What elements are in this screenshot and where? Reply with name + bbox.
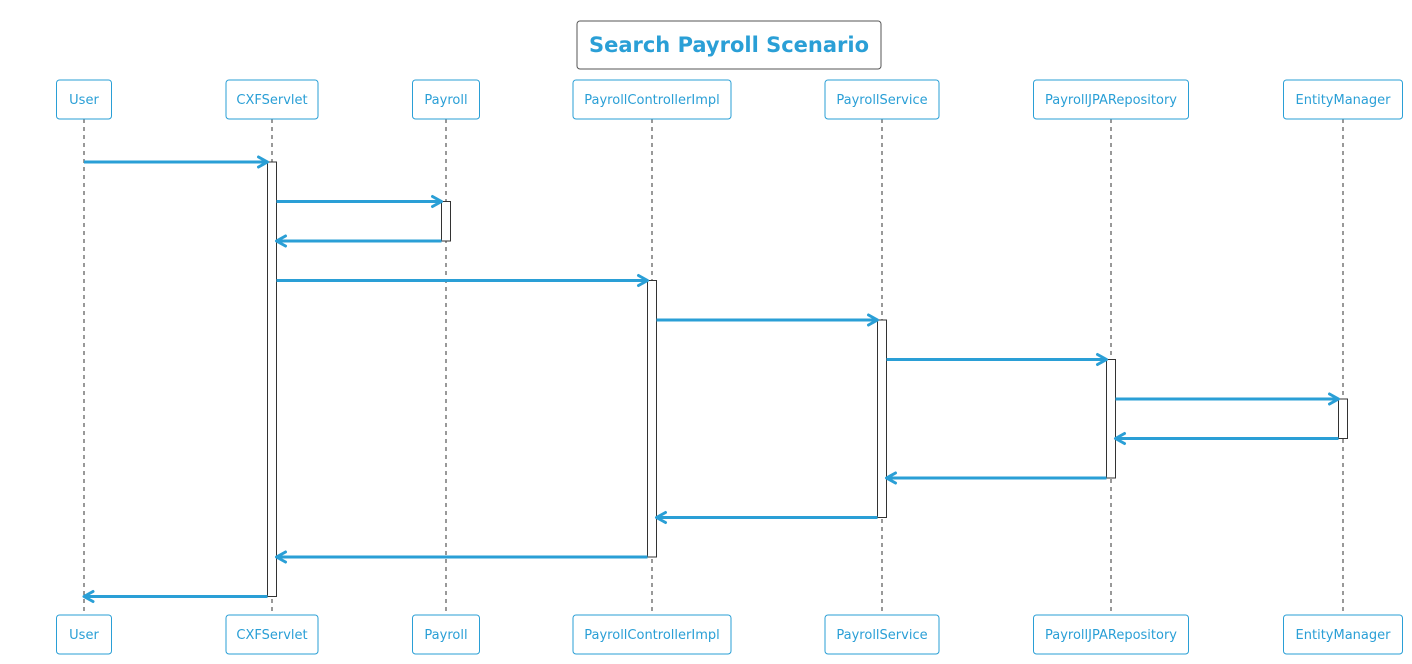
participant-label: PayrollService (836, 93, 927, 108)
activation-service (877, 319, 887, 518)
arrow-head-icon (1328, 392, 1340, 406)
title-box (576, 20, 882, 70)
message-service-to-repo (886, 353, 1108, 366)
participant-label: User (69, 93, 99, 108)
participant-top-service: PayrollService (824, 79, 940, 120)
participant-top-repo: PayrollJPARepository (1033, 79, 1189, 120)
participant-box (572, 614, 732, 655)
participant-label: Payroll (424, 93, 467, 108)
participant-bottom-cxf: CXFServlet (225, 614, 319, 655)
participant-bottom-payroll: Payroll (412, 614, 480, 655)
participant-top-controller: PayrollControllerImpl (572, 79, 732, 120)
message-cxf-to-payroll (276, 195, 443, 208)
participant-label: Payroll (424, 628, 467, 643)
participant-label: PayrollControllerImpl (584, 628, 719, 643)
participant-box (1033, 79, 1189, 120)
participant-box (225, 614, 319, 655)
participant-bottom-em: EntityManager (1283, 614, 1403, 655)
activation-controller (647, 280, 657, 558)
participant-box (824, 614, 940, 655)
arrow-head-icon (82, 590, 95, 603)
participant-top-payroll: Payroll (412, 79, 480, 120)
activation-repo (1106, 359, 1116, 479)
message-cxf-to-controller (276, 274, 649, 287)
participant-label: CXFServlet (236, 93, 307, 108)
activation-payroll (441, 201, 451, 242)
participants: UserUserCXFServletCXFServletPayrollPayro… (56, 79, 1403, 655)
arrow-head-icon (637, 274, 649, 287)
participant-box (225, 79, 319, 120)
participant-label: PayrollService (836, 628, 927, 643)
message-em-to-repo (1114, 432, 1339, 445)
messages (82, 155, 1340, 603)
arrow-head-icon (867, 313, 879, 327)
participant-label: PayrollControllerImpl (584, 93, 719, 108)
participant-box (1033, 614, 1189, 655)
message-controller-to-service (656, 313, 879, 327)
participant-bottom-service: PayrollService (824, 614, 940, 655)
activations (267, 161, 1348, 597)
activation-cxf (267, 161, 277, 597)
arrow-head-icon (885, 471, 897, 485)
message-user-to-cxf (84, 155, 269, 169)
message-controller-to-cxf (275, 550, 648, 564)
arrow-head-icon (275, 550, 287, 564)
message-repo-to-em (1115, 392, 1340, 406)
participant-label: PayrollJPARepository (1045, 93, 1177, 108)
arrow-head-icon (655, 511, 667, 524)
participant-bottom-controller: PayrollControllerImpl (572, 614, 732, 655)
participant-top-cxf: CXFServlet (225, 79, 319, 120)
participant-box (412, 614, 480, 655)
message-payroll-to-cxf (275, 234, 442, 248)
message-repo-to-service (885, 471, 1107, 485)
participant-label: PayrollJPARepository (1045, 628, 1177, 643)
participant-label: EntityManager (1296, 628, 1392, 643)
message-cxf-to-user (82, 590, 268, 603)
participant-bottom-repo: PayrollJPARepository (1033, 614, 1189, 655)
participant-box (56, 79, 112, 120)
activation-em (1338, 398, 1348, 439)
participant-box (56, 614, 112, 655)
participant-top-em: EntityManager (1283, 79, 1403, 120)
participant-box (824, 79, 940, 120)
arrow-head-icon (1114, 432, 1126, 445)
participant-bottom-user: User (56, 614, 112, 655)
arrow-head-icon (257, 155, 269, 169)
diagram-title: Search Payroll Scenario (589, 33, 869, 57)
participant-box (412, 79, 480, 120)
participant-label: EntityManager (1296, 93, 1392, 108)
participant-box (1283, 614, 1403, 655)
arrow-head-icon (431, 195, 443, 208)
arrow-head-icon (275, 234, 287, 248)
participant-label: CXFServlet (236, 628, 307, 643)
participant-label: User (69, 628, 99, 643)
message-service-to-controller (655, 511, 878, 524)
participant-top-user: User (56, 79, 112, 120)
arrow-head-icon (1096, 353, 1108, 366)
participant-box (572, 79, 732, 120)
participant-box (1283, 79, 1403, 120)
title-group: Search Payroll Scenario (576, 20, 882, 70)
